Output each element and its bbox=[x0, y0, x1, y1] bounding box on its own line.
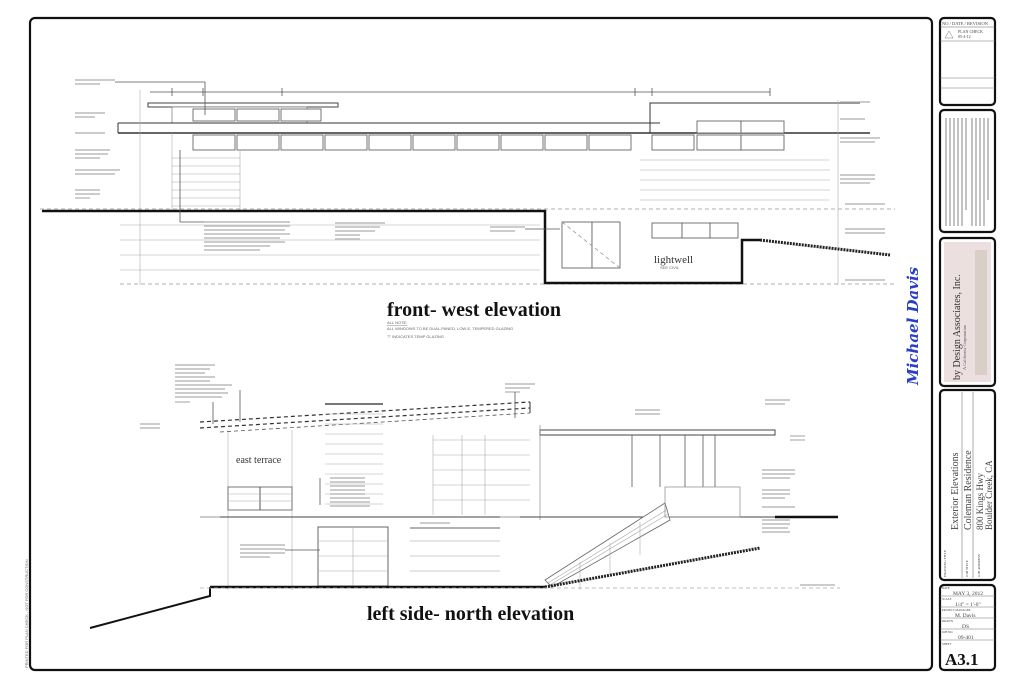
job-number-label: JOB NO. bbox=[942, 630, 953, 634]
drawing-title: Exterior Elevations bbox=[950, 452, 961, 530]
scale-value: 1/4" = 1'-0" bbox=[955, 602, 981, 608]
revision-box bbox=[938, 16, 997, 107]
date-label: DATE bbox=[942, 586, 950, 590]
lightwell-sublabel: SEE CIVIL bbox=[660, 265, 680, 270]
front-elevation-title: front- west elevation bbox=[387, 299, 561, 321]
firm-subtitle: A California Corporation bbox=[962, 324, 967, 370]
lightwell-label: lightwell bbox=[654, 254, 693, 266]
drawn-value: DS bbox=[962, 624, 969, 630]
revision-1-date: 05-4-12 bbox=[958, 34, 971, 39]
front-elevation-drawing bbox=[40, 79, 895, 285]
sheet-info-box bbox=[938, 583, 997, 672]
east-terrace-label: east terrace bbox=[236, 455, 282, 466]
drawn-label: DRAWN bbox=[942, 619, 954, 623]
job-title-label: JOB TITLE bbox=[965, 560, 969, 577]
date-value: MAY 3, 2012 bbox=[953, 591, 983, 597]
notes-box bbox=[938, 108, 997, 234]
job-address-label: JOB ADDRESS bbox=[977, 554, 981, 577]
scale-label: SCALE bbox=[942, 597, 952, 601]
side-elevation-drawing bbox=[89, 364, 840, 629]
title-block: NO / DATE / REVISION PLAN CHECK 05-4-12 … bbox=[938, 16, 997, 672]
revision-delta-icon bbox=[944, 30, 954, 39]
firm-name: by Design Associates, Inc. bbox=[952, 274, 963, 380]
revision-1: PLAN CHECK bbox=[958, 29, 983, 34]
job-info-box bbox=[938, 388, 997, 582]
revision-header: NO / DATE / REVISION bbox=[942, 21, 989, 26]
project-manager-value: M. Davis bbox=[955, 613, 975, 619]
drawing-title-label: DRAWING TITLE bbox=[943, 550, 947, 577]
elevation-note-1: ALL WINDOWS TO BE DUAL-PANED, LOW-E, TEM… bbox=[387, 326, 513, 331]
elevation-note-2: 'T' INDICATES TEMP GLAZING bbox=[387, 334, 444, 339]
sheet-number: A3.1 bbox=[945, 650, 979, 669]
job-address-line-1: 800 Kings Hwy bbox=[975, 472, 985, 530]
job-title: Coleman Residence bbox=[963, 450, 974, 530]
drawing-frame bbox=[28, 16, 934, 672]
project-manager-label: PROJECT MANAGER bbox=[942, 608, 971, 612]
job-address-line-2: Boulder Creek, CA bbox=[984, 460, 994, 530]
elevation-note-heading: ALL NOTE: bbox=[387, 320, 407, 325]
architect-signature: Michael Davis bbox=[904, 266, 922, 386]
side-elevation-title: left side- north elevation bbox=[367, 603, 574, 625]
side-note: PRINTED FOR PLAN CHECK - NOT FOR CONSTRU… bbox=[24, 559, 29, 668]
job-number-value: 09-401 bbox=[958, 635, 974, 641]
sheet-label: SHEET bbox=[942, 642, 952, 646]
